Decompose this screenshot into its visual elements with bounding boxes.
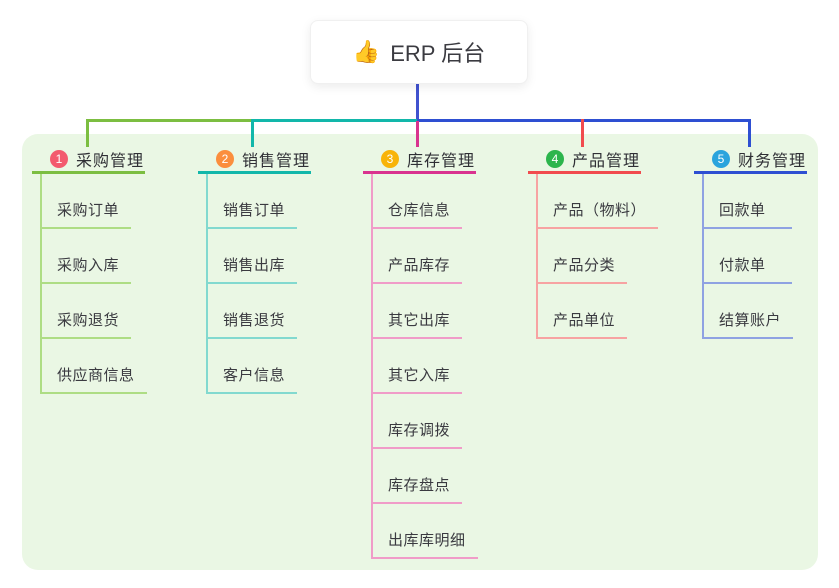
- child-node[interactable]: 产品单位: [538, 284, 628, 339]
- branch-3-drop-line: [416, 121, 419, 147]
- child-node[interactable]: 客户信息: [208, 339, 298, 394]
- branch-heading[interactable]: 4 产品管理: [528, 146, 641, 174]
- branch-children: 销售订单 销售出库 销售退货 客户信息: [206, 174, 311, 394]
- branch-children: 仓库信息 产品库存 其它出库 其它入库 库存调拨 库存盘点 出库库明细: [371, 174, 478, 559]
- branch-4-drop-line: [581, 119, 584, 147]
- branch-heading[interactable]: 1 采购管理: [32, 146, 145, 174]
- child-node[interactable]: 产品库存: [373, 229, 463, 284]
- child-label: 结算账户: [719, 312, 782, 329]
- child-node[interactable]: 库存调拨: [373, 394, 463, 449]
- branch-title: 采购管理: [76, 152, 145, 170]
- branch-5-horizontal-line: [417, 119, 751, 122]
- child-node[interactable]: 产品（物料）: [538, 174, 659, 229]
- child-label: 出库库明细: [388, 532, 466, 549]
- branch-children: 回款单 付款单 结算账户: [702, 174, 807, 339]
- child-node[interactable]: 采购入库: [42, 229, 132, 284]
- child-node[interactable]: 销售出库: [208, 229, 298, 284]
- child-label: 其它出库: [388, 312, 451, 329]
- child-label: 供应商信息: [57, 367, 135, 384]
- branch-children: 采购订单 采购入库 采购退货 供应商信息: [40, 174, 147, 394]
- child-label: 客户信息: [223, 367, 286, 384]
- child-label: 采购订单: [57, 202, 120, 219]
- branch-title: 库存管理: [407, 152, 476, 170]
- child-node[interactable]: 仓库信息: [373, 174, 463, 229]
- root-title: ERP 后台: [390, 41, 486, 66]
- child-node[interactable]: 出库库明细: [373, 504, 478, 559]
- branch-1-drop-line: [86, 119, 89, 147]
- branch-number-badge: 4: [546, 149, 564, 168]
- branches-panel: [22, 134, 818, 570]
- child-node[interactable]: 付款单: [704, 229, 792, 284]
- branch-column: 4 产品管理 产品（物料） 产品分类 产品单位: [528, 146, 659, 339]
- branch-column: 3 库存管理 仓库信息 产品库存 其它出库 其它入库 库存调拨 库存盘点 出库库…: [363, 146, 478, 559]
- child-label: 销售订单: [223, 202, 286, 219]
- child-label: 回款单: [719, 202, 766, 219]
- branch-column: 5 财务管理 回款单 付款单 结算账户: [694, 146, 807, 339]
- branch-2-drop-line: [251, 119, 254, 147]
- thumbs-up-icon: 👍: [352, 39, 381, 64]
- child-label: 库存调拨: [388, 422, 451, 439]
- child-label: 产品分类: [553, 257, 616, 274]
- child-node[interactable]: 产品分类: [538, 229, 628, 284]
- child-label: 销售出库: [223, 257, 286, 274]
- branch-heading[interactable]: 3 库存管理: [363, 146, 476, 174]
- child-label: 库存盘点: [388, 477, 451, 494]
- branch-title: 产品管理: [572, 152, 641, 170]
- branch-column: 1 采购管理 采购订单 采购入库 采购退货 供应商信息: [32, 146, 147, 394]
- branch-2-horizontal-line: [253, 119, 417, 122]
- branch-title: 销售管理: [242, 152, 311, 170]
- branch-heading[interactable]: 5 财务管理: [694, 146, 807, 174]
- child-label: 销售退货: [223, 312, 286, 329]
- child-node[interactable]: 供应商信息: [42, 339, 147, 394]
- branch-number-badge: 5: [712, 149, 730, 168]
- child-node[interactable]: 其它出库: [373, 284, 463, 339]
- child-node[interactable]: 回款单: [704, 174, 792, 229]
- branch-title: 财务管理: [738, 152, 807, 170]
- child-label: 产品单位: [553, 312, 616, 329]
- child-label: 付款单: [719, 257, 766, 274]
- child-node[interactable]: 其它入库: [373, 339, 463, 394]
- branch-5-drop-line: [748, 119, 751, 147]
- child-label: 采购退货: [57, 312, 120, 329]
- child-node[interactable]: 销售订单: [208, 174, 298, 229]
- branch-column: 2 销售管理 销售订单 销售出库 销售退货 客户信息: [198, 146, 311, 394]
- branch-number-badge: 1: [50, 149, 68, 168]
- branch-heading[interactable]: 2 销售管理: [198, 146, 311, 174]
- root-node[interactable]: 👍 ERP 后台: [310, 20, 528, 84]
- branch-1-horizontal-line: [87, 119, 253, 122]
- branch-children: 产品（物料） 产品分类 产品单位: [536, 174, 659, 339]
- child-node[interactable]: 采购订单: [42, 174, 132, 229]
- root-stem-line: [416, 82, 419, 121]
- child-label: 仓库信息: [388, 202, 451, 219]
- child-node[interactable]: 销售退货: [208, 284, 298, 339]
- child-label: 其它入库: [388, 367, 451, 384]
- branch-number-badge: 3: [381, 149, 399, 168]
- child-label: 采购入库: [57, 257, 120, 274]
- branch-number-badge: 2: [216, 149, 234, 168]
- child-node[interactable]: 库存盘点: [373, 449, 463, 504]
- child-label: 产品（物料）: [553, 202, 647, 219]
- child-node[interactable]: 结算账户: [704, 284, 794, 339]
- child-node[interactable]: 采购退货: [42, 284, 132, 339]
- child-label: 产品库存: [388, 257, 451, 274]
